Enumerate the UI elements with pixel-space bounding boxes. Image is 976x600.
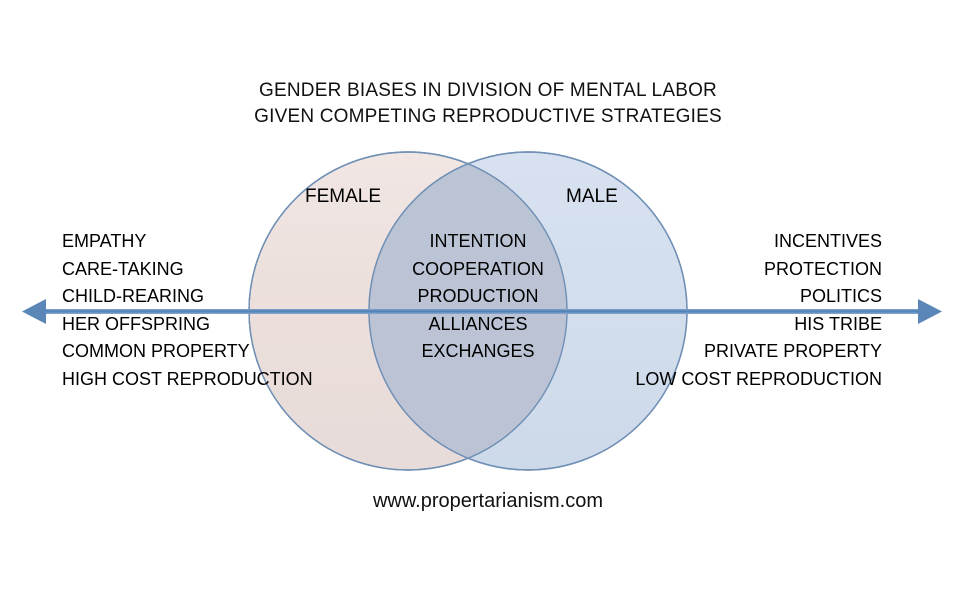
- term-item: HER OFFSPRING: [62, 313, 211, 334]
- term-item: POLITICS: [799, 286, 882, 306]
- term-item: HIGH COST REPRODUCTION: [62, 368, 313, 389]
- title-line-1: GENDER BIASES IN DIVISION OF MENTAL LABO…: [259, 80, 717, 101]
- term-item: CARE-TAKING: [62, 258, 184, 279]
- term-item: EXCHANGES: [421, 341, 535, 361]
- arrowhead-right: [918, 299, 942, 324]
- arrowhead-left: [22, 299, 46, 324]
- male-exclusive-terms: INCENTIVES PROTECTION POLITICS HIS TRIBE…: [635, 228, 882, 393]
- term-item: INCENTIVES: [773, 231, 882, 251]
- term-item: HIS TRIBE: [794, 313, 882, 334]
- diagram-title: GENDER BIASES IN DIVISION OF MENTAL LABO…: [0, 78, 976, 130]
- female-exclusive-terms: EMPATHY CARE-TAKING CHILD-REARING HER OF…: [62, 228, 313, 393]
- term-item: EMPATHY: [62, 231, 147, 251]
- term-item: LOW COST REPRODUCTION: [635, 368, 882, 389]
- term-item: INTENTION: [429, 231, 527, 251]
- term-item: COOPERATION: [412, 258, 544, 279]
- source-url: www.propertarianism.com: [372, 490, 604, 512]
- term-item: ALLIANCES: [428, 313, 528, 334]
- term-item: PRIVATE PROPERTY: [703, 341, 882, 361]
- term-item: PRODUCTION: [417, 286, 539, 306]
- overlap-terms: INTENTION COOPERATION PRODUCTION ALLIANC…: [379, 228, 577, 366]
- title-line-2: GIVEN COMPETING REPRODUCTIVE STRATEGIES: [254, 106, 722, 127]
- term-item: CHILD-REARING: [62, 286, 205, 306]
- term-item: COMMON PROPERTY: [62, 341, 250, 361]
- bipolar-axis-arrow: [22, 299, 942, 324]
- female-circle-label: FEMALE: [305, 186, 382, 207]
- term-item: PROTECTION: [763, 258, 882, 279]
- male-circle-label: MALE: [566, 186, 618, 207]
